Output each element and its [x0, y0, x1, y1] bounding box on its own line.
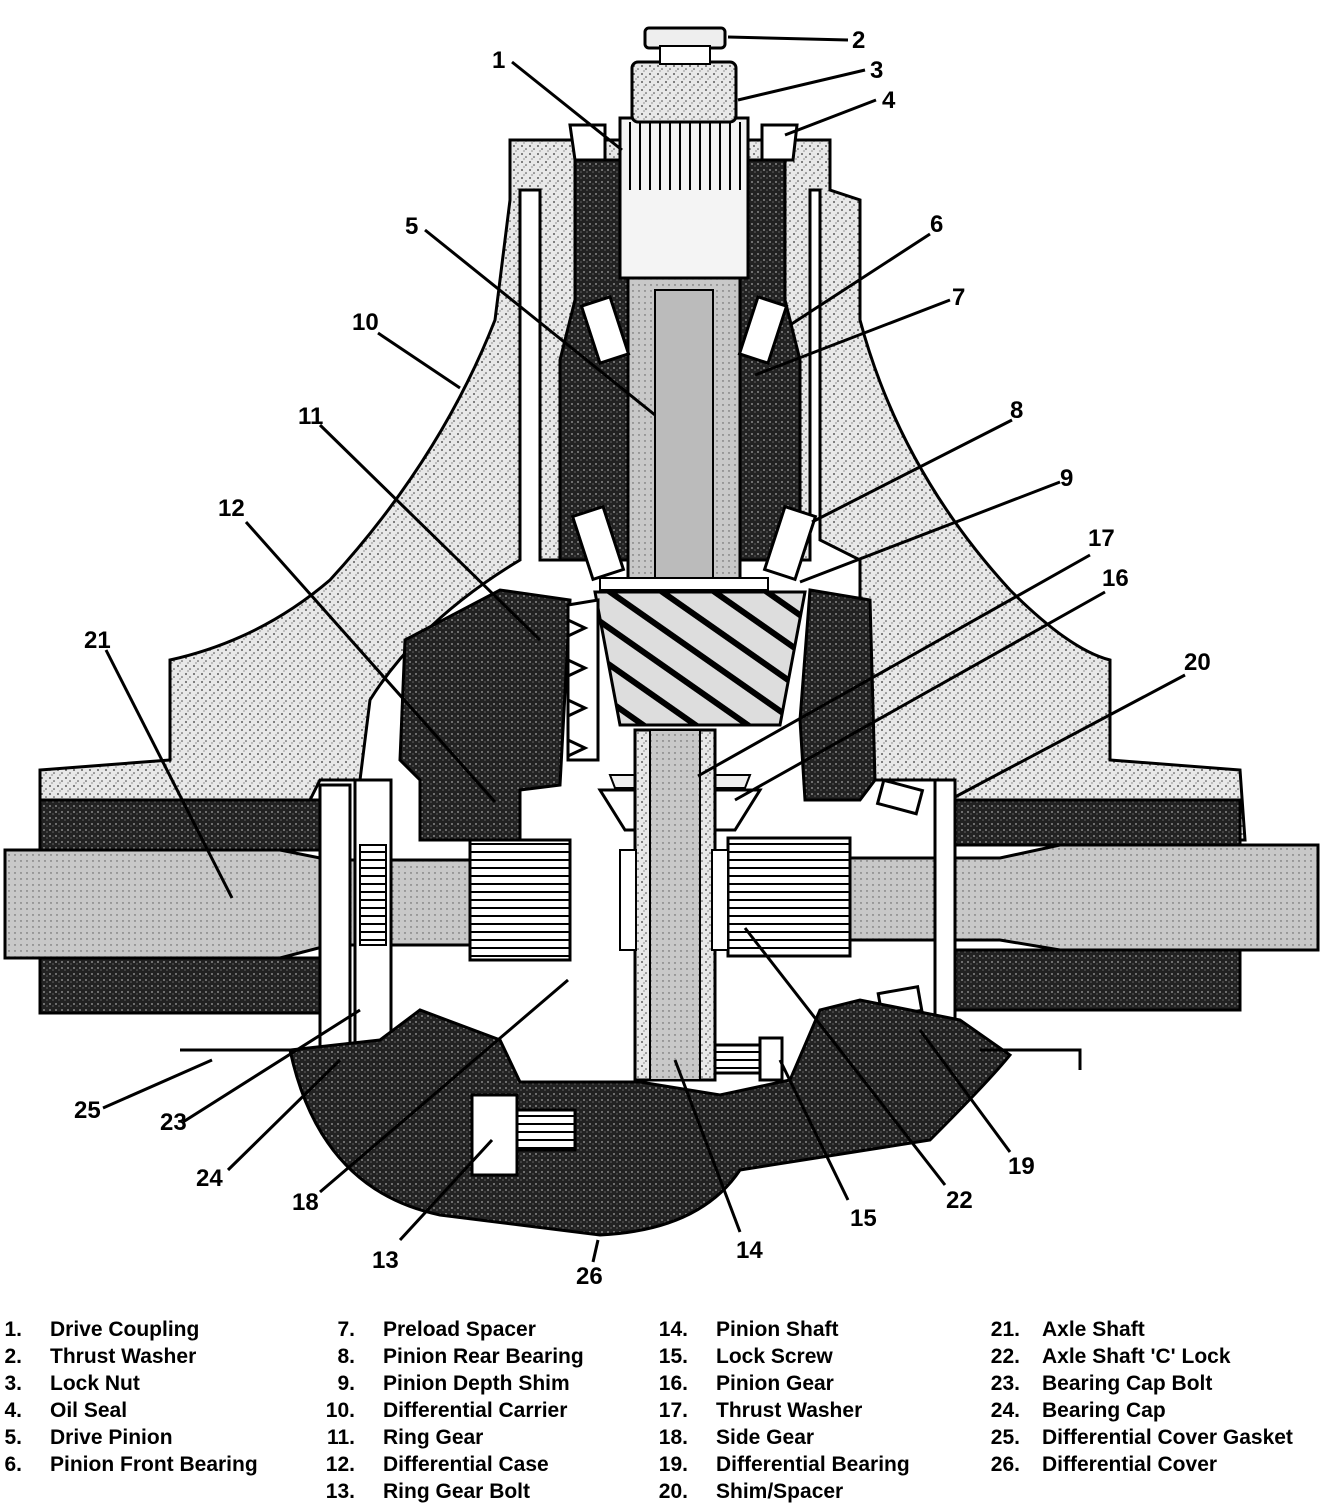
callout-11: 11 [298, 403, 323, 430]
pinion-shaft-core [649, 729, 701, 1081]
callout-20: 20 [1184, 649, 1211, 676]
callout-21: 21 [84, 627, 111, 654]
pinion-gear-head [593, 590, 807, 727]
bearing-cap-left [318, 783, 352, 1077]
legend-item: 26.Differential Cover [990, 1453, 1218, 1476]
legend-item: 25.Differential Cover Gasket [990, 1426, 1293, 1449]
legend-item: 9.Pinion Depth Shim [337, 1372, 570, 1395]
legend-item: 8.Pinion Rear Bearing [337, 1345, 584, 1368]
legend-item: 13.Ring Gear Bolt [325, 1480, 531, 1503]
legend-item: 7.Preload Spacer [337, 1318, 536, 1341]
parts-legend: 1.Drive Coupling 2.Thrust Washer 3.Lock … [0, 1316, 1328, 1504]
axle-c-lock-right [711, 849, 729, 951]
pinion-front-bearing [579, 294, 789, 366]
callout-5: 5 [405, 213, 418, 240]
differential-cover [288, 998, 1013, 1237]
callout-16: 16 [1102, 565, 1129, 592]
legend-item: 24.Bearing Cap [990, 1399, 1166, 1422]
legend-column-1: 1.Drive Coupling 2.Thrust Washer 3.Lock … [0, 1316, 258, 1478]
callout-14: 14 [736, 1237, 763, 1264]
callout-10: 10 [352, 309, 379, 336]
ring-gear-bolt [513, 1108, 577, 1152]
pinion-stud [659, 45, 711, 65]
axle-c-lock-left [619, 849, 637, 951]
callout-25: 25 [74, 1097, 101, 1124]
side-gear-right [726, 836, 852, 958]
lock-screw [713, 1043, 767, 1075]
oil-seal [568, 123, 799, 162]
callout-2: 2 [852, 27, 865, 54]
callout-4: 4 [882, 87, 896, 114]
legend-item: 6.Pinion Front Bearing [4, 1453, 258, 1476]
right-axle-tube-housing [953, 798, 1242, 847]
legend-item: 18.Side Gear [658, 1426, 815, 1449]
legend-item: 3.Lock Nut [4, 1372, 140, 1395]
right-axle-tube-housing-lower [953, 948, 1242, 1012]
callout-23: 23 [160, 1109, 187, 1136]
callout-8: 8 [1010, 397, 1023, 424]
legend-item: 19.Differential Bearing [658, 1453, 910, 1476]
callout-12: 12 [218, 495, 245, 522]
differential-cover-gasket [180, 1048, 1082, 1070]
legend-item: 1.Drive Coupling [4, 1318, 200, 1341]
left-axle-tube-housing [38, 798, 322, 852]
differential-bearing-top [875, 778, 925, 816]
callout-9: 9 [1060, 465, 1073, 492]
drive-coupling [618, 116, 750, 280]
drive-coupling-splines [629, 122, 741, 190]
legend-item: 17.Thrust Washer [658, 1399, 863, 1422]
callout-7: 7 [952, 284, 965, 311]
leader-lines [102, 35, 1186, 1263]
legend-item: 23.Bearing Cap Bolt [990, 1372, 1213, 1395]
callout-6: 6 [930, 211, 943, 238]
legend-item: 22.Axle Shaft 'C' Lock [990, 1345, 1231, 1368]
callout-22: 22 [946, 1187, 973, 1214]
shim-spacer-right [933, 778, 957, 1022]
differential-cross-section-diagram: 1 2 3 4 5 6 7 8 9 10 11 12 13 14 15 16 1… [3, 26, 1320, 1290]
callout-1: 1 [492, 47, 505, 74]
legend-column-4: 21.Axle Shaft 22.Axle Shaft 'C' Lock 23.… [980, 1316, 1293, 1478]
legend-item: 10.Differential Carrier [325, 1399, 568, 1422]
legend-item: 21.Axle Shaft [990, 1318, 1145, 1341]
side-gear-left [468, 838, 572, 962]
differential-case [398, 588, 572, 842]
callout-labels: 1 2 3 4 5 6 7 8 9 10 11 12 13 14 15 16 1… [74, 27, 1211, 1290]
pinion-rear-bearing [570, 504, 818, 582]
callout-18: 18 [292, 1189, 319, 1216]
drive-pinion-shaft-center [654, 289, 714, 591]
callout-26: 26 [576, 1263, 603, 1290]
legend-item: 4.Oil Seal [4, 1399, 128, 1422]
differential-case-right [798, 588, 877, 802]
legend-column-2: 7.Preload Spacer 8.Pinion Rear Bearing 9… [315, 1316, 584, 1505]
ring-gear [566, 598, 600, 762]
legend-item: 11.Ring Gear [326, 1426, 484, 1449]
callout-13: 13 [372, 1247, 399, 1274]
ring-gear-bolt-head [470, 1093, 519, 1177]
legend-item: 12.Differential Case [325, 1453, 549, 1476]
legend-column-3: 14.Pinion Shaft 15.Lock Screw 16.Pinion … [648, 1316, 910, 1505]
callout-3: 3 [870, 57, 883, 84]
legend-item: 2.Thrust Washer [4, 1345, 197, 1368]
pinion-depth-shim [599, 577, 769, 591]
legend-item: 16.Pinion Gear [658, 1372, 834, 1395]
lock-nut [630, 60, 738, 124]
callout-19: 19 [1008, 1153, 1035, 1180]
callout-24: 24 [196, 1165, 223, 1192]
legend-item: 14.Pinion Shaft [658, 1318, 839, 1341]
callout-17: 17 [1088, 525, 1115, 552]
axle-shaft-left [3, 848, 472, 960]
left-axle-tube-housing-lower [38, 956, 322, 1015]
lock-screw-head [758, 1036, 784, 1082]
bearing-cap-bolt-thread [359, 844, 387, 946]
legend-item: 15.Lock Screw [658, 1345, 833, 1368]
legend-item: 20.Shim/Spacer [658, 1480, 844, 1503]
legend-item: 5.Drive Pinion [4, 1426, 173, 1449]
callout-15: 15 [850, 1205, 877, 1232]
